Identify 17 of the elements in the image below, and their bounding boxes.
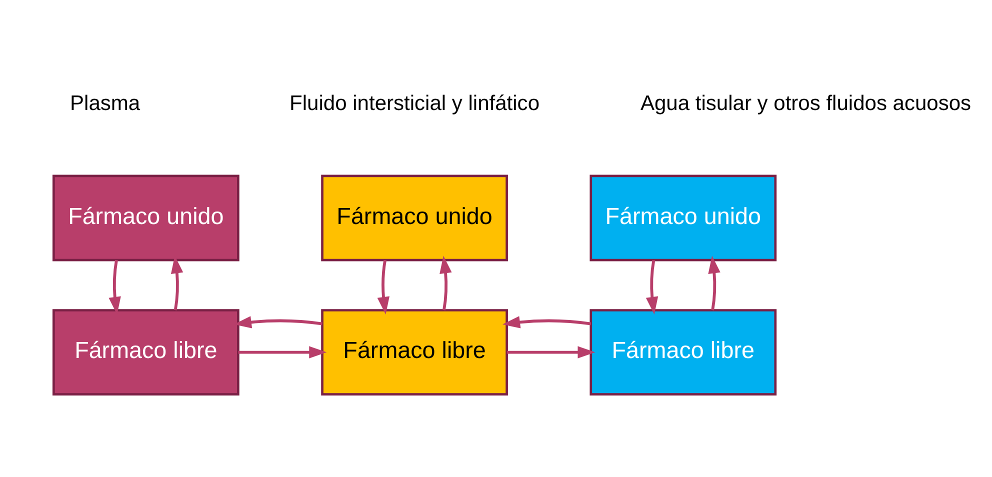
arrow: [646, 259, 658, 314]
arrow: [440, 255, 452, 310]
node-box: Fármaco libre: [321, 308, 508, 395]
label: Agua tisular y otros fluidos acuosos: [640, 91, 972, 114]
arrow: [108, 259, 121, 314]
node-box: Fármaco libre: [590, 308, 777, 395]
label: Plasma: [70, 91, 140, 114]
arrow: [377, 259, 390, 314]
node-box: Fármaco libre: [52, 308, 240, 395]
arrow: [238, 346, 327, 358]
node-box: Fármaco unido: [321, 174, 508, 261]
arrow: [502, 316, 592, 328]
node-box: Fármaco unido: [52, 174, 240, 261]
arrow: [708, 255, 720, 310]
arrow: [506, 346, 596, 358]
node-box: Fármaco unido: [590, 174, 777, 261]
label: Fluido intersticial y linfático: [290, 91, 540, 114]
